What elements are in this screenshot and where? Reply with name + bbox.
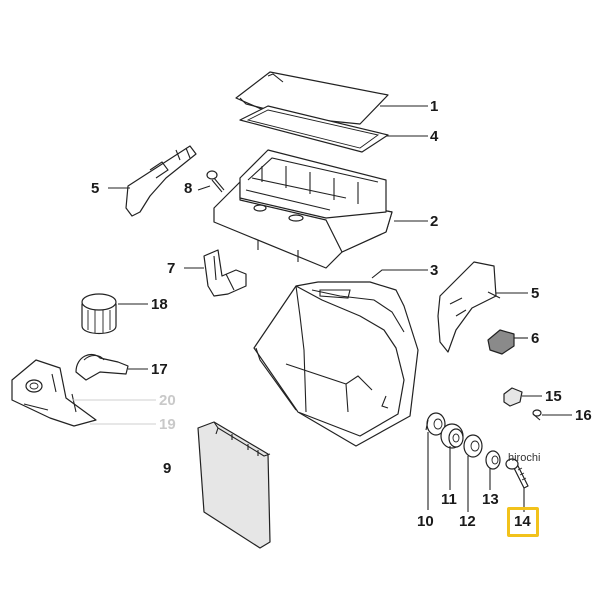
callout-5-right: 5 xyxy=(531,285,540,302)
callout-4: 4 xyxy=(430,128,439,145)
part-15-nut xyxy=(503,387,523,407)
part-12-washer xyxy=(463,434,483,458)
part-19-side-panel xyxy=(11,359,97,427)
part-3-housing xyxy=(253,281,419,447)
callout-1: 1 xyxy=(430,98,439,115)
part-18-knob xyxy=(81,293,117,335)
part-8-screw xyxy=(206,170,225,193)
part-6-clip-nut xyxy=(487,329,515,355)
watermark-text: hirochi xyxy=(508,452,541,464)
callout-15: 15 xyxy=(545,388,562,405)
part-16-screw xyxy=(532,409,542,421)
part-11-bushing xyxy=(440,423,464,449)
part-5-bracket-right xyxy=(437,261,501,353)
callout-3: 3 xyxy=(430,262,439,279)
callout-8: 8 xyxy=(184,180,193,197)
callout-19: 19 xyxy=(159,416,176,433)
callout-20: 20 xyxy=(159,392,176,409)
part-5-bracket-left xyxy=(125,145,197,217)
part-2-main-box xyxy=(213,149,393,269)
callout-17: 17 xyxy=(151,361,168,378)
part-9-cover-plate xyxy=(197,421,271,549)
part-10-grommet xyxy=(425,412,446,436)
callout-12: 12 xyxy=(459,513,476,530)
part-7-clip xyxy=(203,249,247,297)
callout-5-left: 5 xyxy=(91,180,100,197)
part-4-gasket xyxy=(239,105,389,153)
callout-9: 9 xyxy=(163,460,172,477)
highlight-box-14 xyxy=(507,507,539,537)
callout-16: 16 xyxy=(575,407,592,424)
part-14-bolt xyxy=(505,458,529,489)
callout-11: 11 xyxy=(441,491,457,508)
callout-2: 2 xyxy=(430,213,439,230)
part-13-washer xyxy=(485,450,501,470)
callout-10: 10 xyxy=(417,513,434,530)
callout-6: 6 xyxy=(531,330,540,347)
callout-18: 18 xyxy=(151,296,168,313)
callout-7: 7 xyxy=(167,260,176,277)
callout-14: 14 xyxy=(514,513,531,530)
callout-13: 13 xyxy=(482,491,499,508)
part-17-clamp xyxy=(75,353,129,381)
